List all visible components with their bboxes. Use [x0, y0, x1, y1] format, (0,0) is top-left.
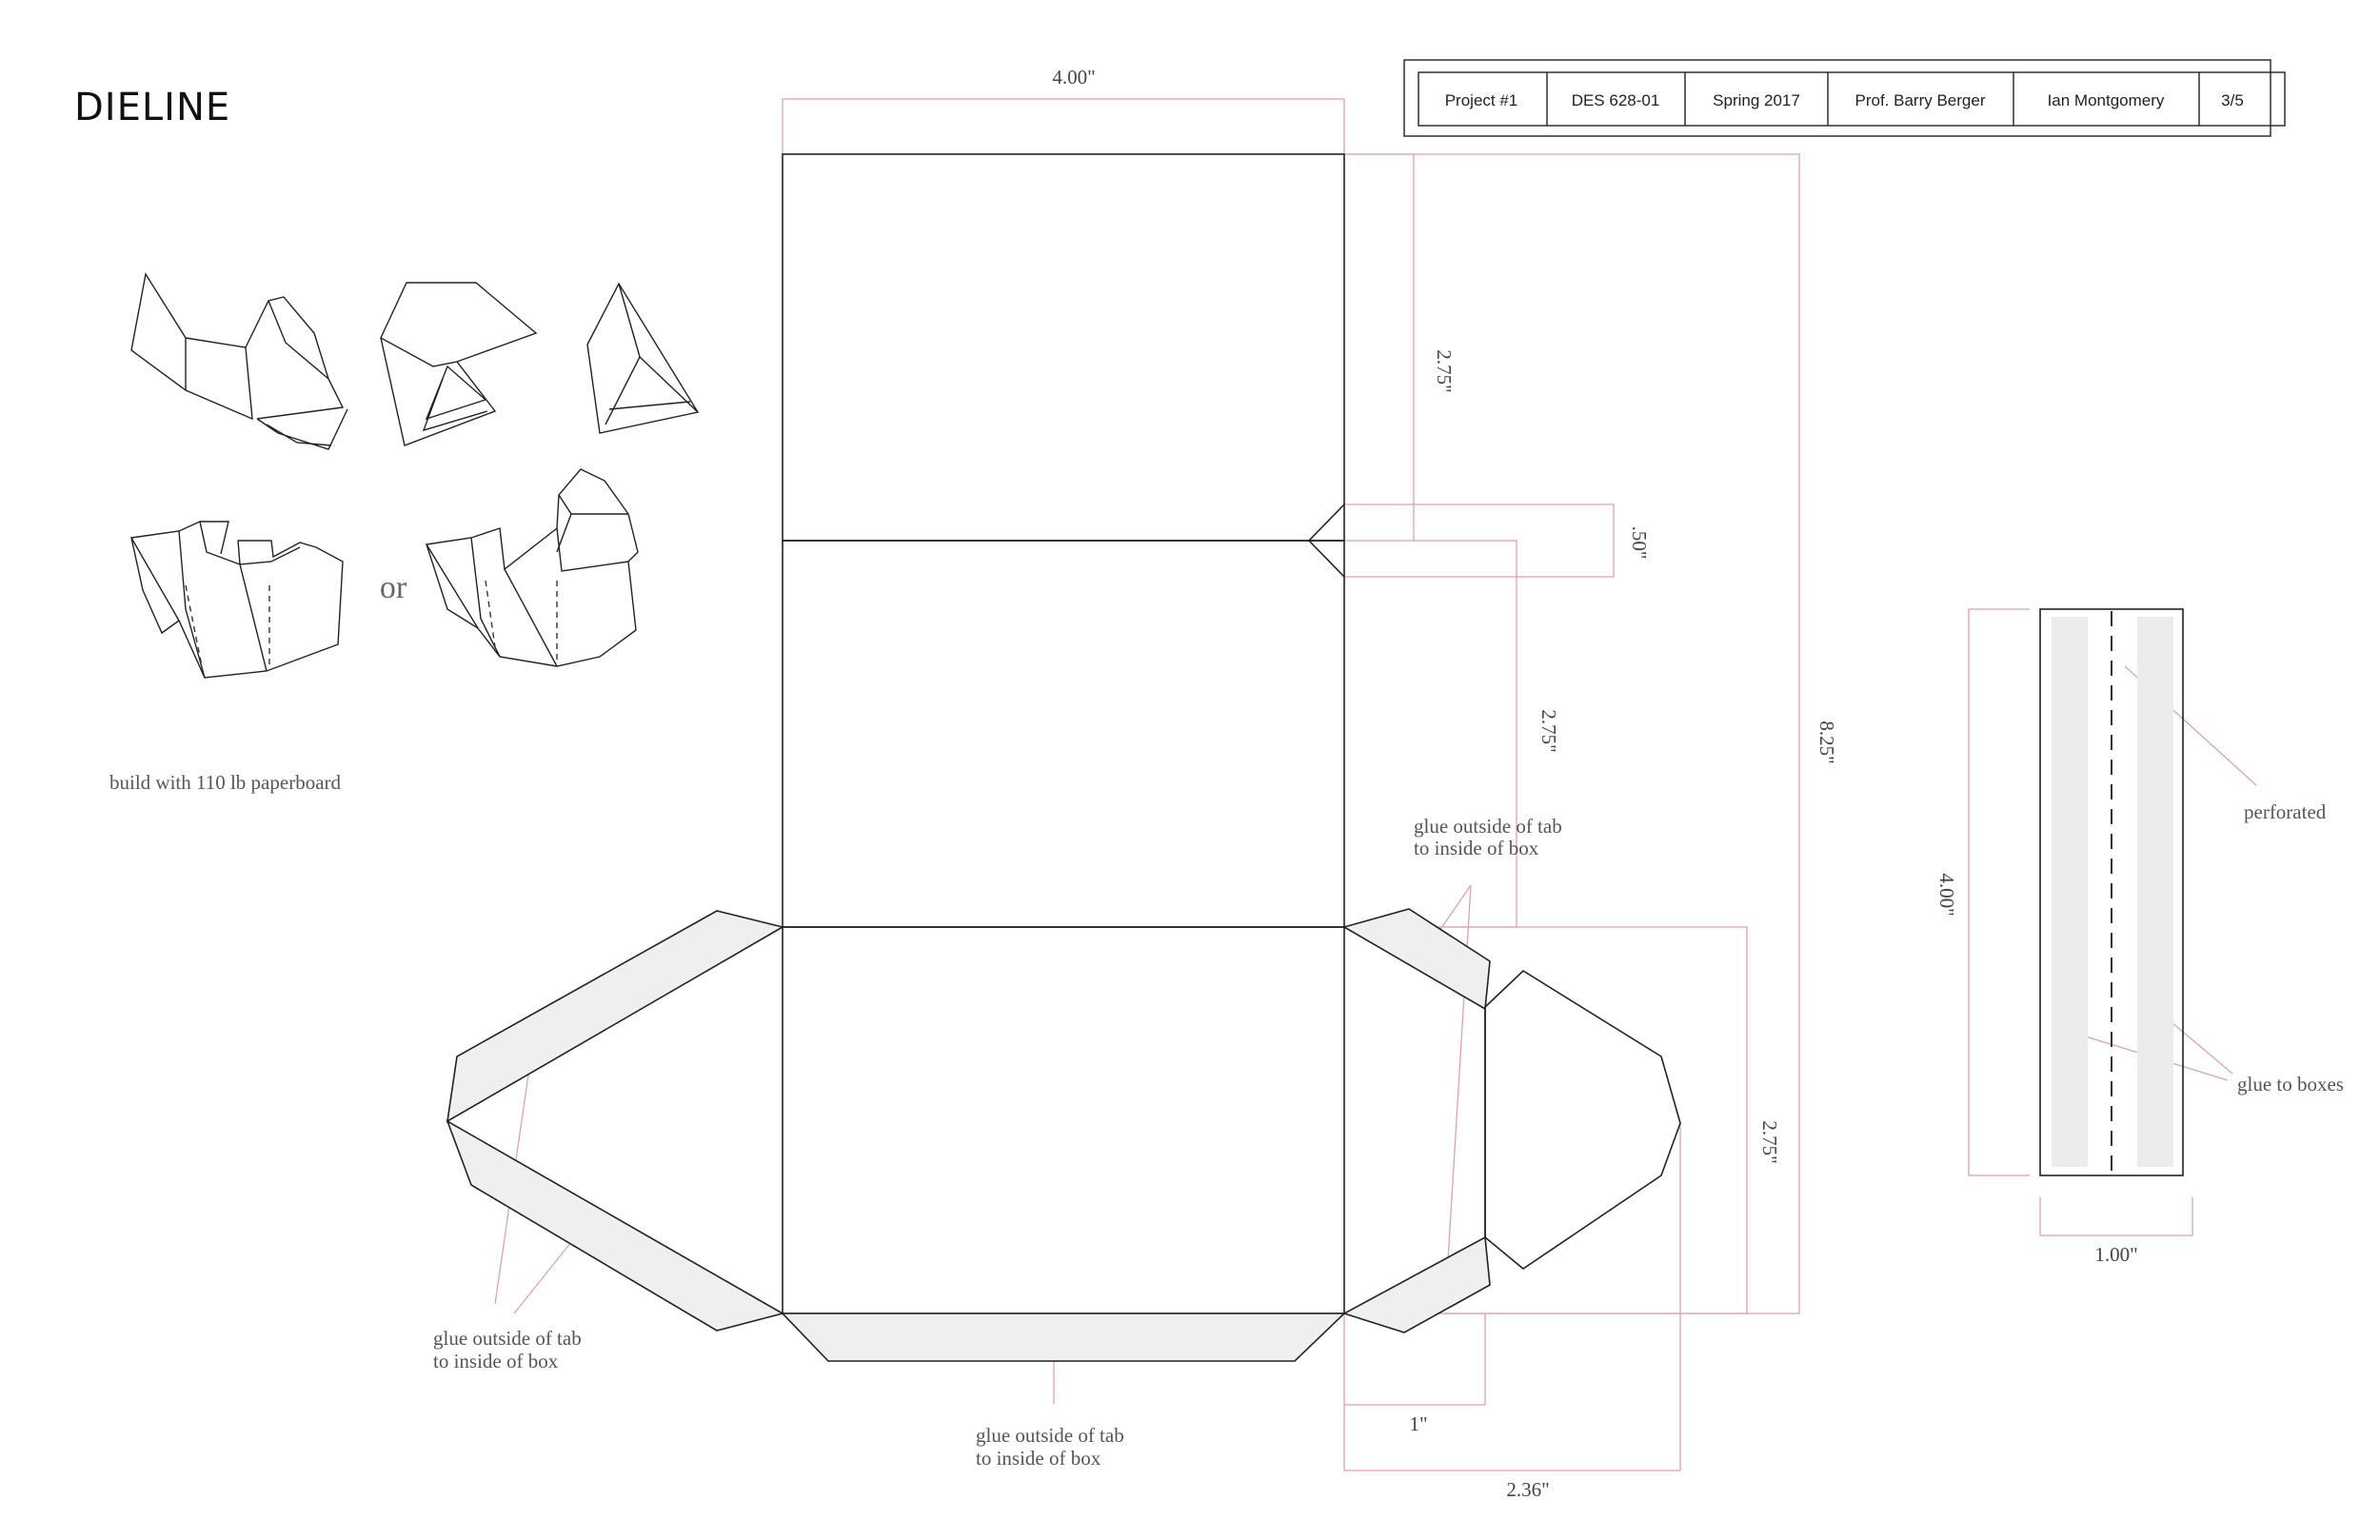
dim-strip-width: 1.00": [2094, 1243, 2137, 1266]
dim-total-height: 8.25": [1815, 721, 1838, 763]
assembly-sketch-4: [129, 521, 344, 679]
right-flap: [1341, 908, 1681, 1333]
title-block-project: Project #1: [1445, 91, 1518, 109]
assembly-sketch-1: [130, 272, 348, 450]
strip-glue-left: [2052, 617, 2088, 1167]
strip-glue-right: [2137, 617, 2173, 1167]
assembly-sketch-3: [586, 282, 700, 434]
dim-tab-depth: 1": [1409, 1412, 1427, 1435]
title-block-page: 3/5: [2221, 91, 2244, 109]
assembly-sketch-2: [380, 282, 538, 446]
glue-note-left-line1: glue outside of tab: [433, 1327, 582, 1350]
glue-note-bottom-line1: glue outside of tab: [976, 1424, 1124, 1447]
box-panels: [782, 153, 1345, 1314]
title-block-inner: [1418, 71, 2286, 127]
page-title: DIELINE: [74, 86, 230, 129]
bottom-tab: [781, 1313, 1346, 1362]
assembly-sketch-5: [425, 468, 639, 667]
material-note: build with 110 lb paperboard: [109, 771, 342, 794]
perforated-note: perforated: [2244, 800, 2327, 823]
bottom-panel: [782, 926, 1345, 1314]
dim-top-panel: 2.75": [1433, 349, 1456, 392]
dim-bottom-panel: 2.75": [1758, 1120, 1781, 1163]
glue-note-right-line1: glue outside of tab: [1414, 815, 1562, 838]
title-block-term: Spring 2017: [1713, 91, 1800, 109]
middle-panel: [782, 540, 1345, 928]
title-block-professor: Prof. Barry Berger: [1855, 91, 1986, 109]
dim-middle-panel: 2.75": [1537, 709, 1560, 752]
dimension-lines: [494, 98, 2257, 1471]
glue-strip: [2039, 608, 2184, 1176]
dim-notch: .50": [1628, 526, 1651, 560]
notch: [1307, 503, 1345, 578]
title-block-author: Ian Montgomery: [2048, 91, 2165, 109]
dim-width: 4.00": [1052, 66, 1095, 89]
strip-outline: [2039, 608, 2184, 1176]
or-label: or: [380, 570, 407, 605]
glue-note-bottom-line2: to inside of box: [976, 1447, 1101, 1470]
title-block: Project #1 DES 628-01 Spring 2017 Prof. …: [1403, 59, 2286, 137]
top-panel: [782, 153, 1345, 542]
dim-flap-width: 2.36": [1506, 1478, 1549, 1501]
glue-note-right-line2: to inside of box: [1414, 837, 1539, 859]
left-flap: [446, 910, 785, 1332]
dim-strip-height: 4.00": [1935, 873, 1958, 916]
title-block-course: DES 628-01: [1572, 91, 1660, 109]
glue-note-left-line2: to inside of box: [433, 1350, 559, 1372]
glue-to-boxes-note: glue to boxes: [2237, 1073, 2344, 1096]
title-block-outer: [1403, 59, 2271, 137]
